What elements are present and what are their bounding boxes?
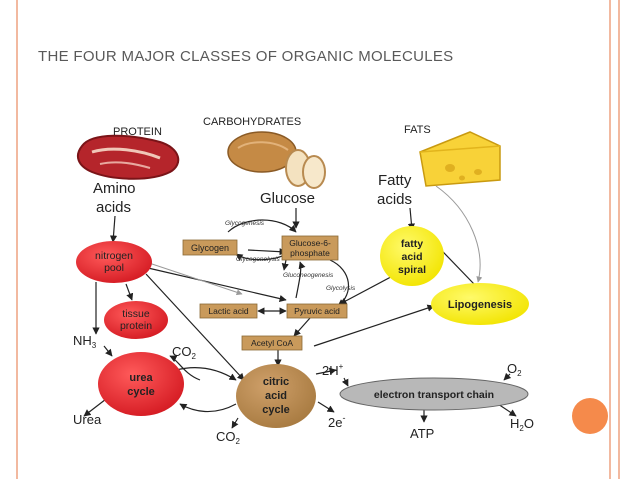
- tissue-protein-label-1: tissue: [122, 308, 150, 320]
- tissue-protein-node: tissue protein: [104, 301, 168, 339]
- header-carbohydrates: CARBOHYDRATES: [203, 116, 301, 128]
- lipogenesis-label: Lipogenesis: [448, 299, 512, 311]
- pyruvic-acid-box: Pyruvic acid: [287, 304, 347, 318]
- fatty-acid-spiral-node: fatty acid spiral: [380, 226, 444, 286]
- cheese-icon: [420, 132, 500, 186]
- fatty-spiral-label-3: spiral: [398, 264, 426, 276]
- urea-label: Urea: [73, 412, 102, 427]
- lactic-acid-label: Lactic acid: [208, 306, 248, 316]
- acetyl-coa-label: Acetyl CoA: [251, 338, 293, 348]
- nitrogen-pool-label-2: pool: [104, 262, 124, 274]
- lactic-acid-box: Lactic acid: [200, 304, 257, 318]
- fatty-spiral-label-1: fatty: [401, 238, 423, 250]
- gluconeogenesis-label: Gluconeogenesis: [283, 272, 334, 279]
- glycogenolysis-label: Glycogenolysis: [236, 256, 280, 263]
- nitrogen-pool-node: nitrogen pool: [76, 241, 152, 283]
- lipogenesis-node: Lipogenesis: [431, 283, 529, 325]
- glycogen-box: Glycogen: [183, 240, 237, 255]
- urea-cycle-label-2: cycle: [127, 386, 155, 398]
- header-fats: FATS: [404, 124, 431, 136]
- header-protein: PROTEIN: [113, 126, 162, 138]
- h2o-label: H2O: [510, 416, 534, 433]
- citric-acid-cycle-node: citric acid cycle: [236, 364, 316, 428]
- amino-acids-label-2: acids: [96, 199, 131, 216]
- glycogenesis-label: Glycogenesis: [225, 220, 265, 227]
- 2e-minus-label: 2e-: [328, 413, 345, 430]
- amino-acids-label-1: Amino: [93, 180, 136, 197]
- citric-label-2: acid: [265, 390, 287, 402]
- fatty-acids-label-1: Fatty: [378, 172, 412, 189]
- nitrogen-pool-label-1: nitrogen: [95, 250, 133, 262]
- citric-label-1: citric: [263, 376, 289, 388]
- co2-top-label: CO2: [172, 344, 197, 361]
- electron-transport-chain-node: electron transport chain: [340, 378, 528, 410]
- atp-label: ATP: [410, 426, 434, 441]
- nh3-label: NH3: [73, 333, 97, 350]
- g6p-label-1: Glucose-6-: [289, 238, 331, 248]
- acetyl-coa-box: Acetyl CoA: [242, 336, 302, 350]
- steak-icon: [78, 136, 178, 179]
- fatty-acids-label-2: acids: [377, 191, 412, 208]
- fatty-spiral-label-2: acid: [401, 251, 422, 263]
- citric-label-3: cycle: [262, 404, 290, 416]
- co2-bottom-label: CO2: [216, 429, 241, 446]
- o2-label: O2: [507, 361, 522, 378]
- pyruvic-acid-label: Pyruvic acid: [294, 306, 340, 316]
- accent-circle: [572, 398, 608, 434]
- glucose-6-phosphate-box: Glucose-6- phosphate: [282, 236, 338, 260]
- g6p-label-2: phosphate: [290, 248, 330, 258]
- glycolysis-label: Glycolysis: [326, 285, 356, 292]
- tissue-protein-label-2: protein: [120, 320, 152, 332]
- bread-icon: [228, 132, 325, 188]
- glucose-label: Glucose: [260, 190, 315, 207]
- etc-label: electron transport chain: [374, 389, 494, 401]
- 2h-plus-label: 2H+: [322, 362, 344, 378]
- glycogen-label: Glycogen: [191, 243, 229, 253]
- urea-cycle-node: urea cycle: [98, 352, 184, 416]
- urea-cycle-label-1: urea: [129, 372, 153, 384]
